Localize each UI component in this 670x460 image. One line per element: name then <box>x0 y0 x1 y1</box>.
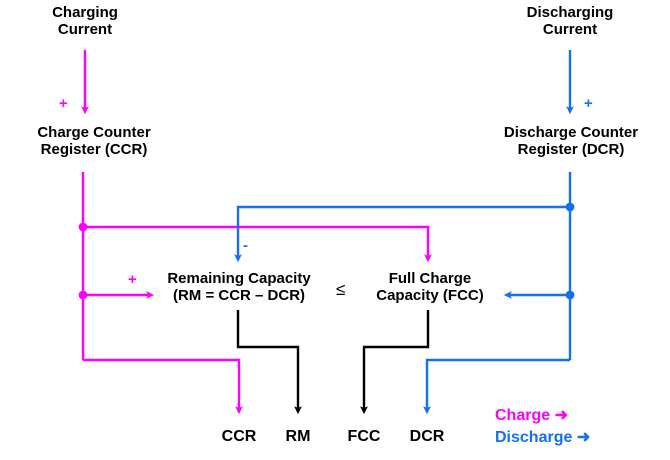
junction-dot-dcr-fcc <box>565 290 575 300</box>
sign-charge-into-ccr: + <box>59 95 68 112</box>
sign-discharge-into-dcr: + <box>584 95 593 112</box>
label-charging-current: Charging Current <box>52 4 118 38</box>
label-discharging-current: Discharging Current <box>526 4 614 38</box>
wire-ccr-to-fcc <box>83 225 432 263</box>
junction-dot-ccr-rm <box>78 290 88 300</box>
output-label-ccr: CCR <box>221 428 257 445</box>
label-remaining-capacity: Remaining Capacity (RM = CCR – DCR) <box>167 270 311 304</box>
junction-dot-dcr-rm <box>565 202 575 212</box>
wire-fcc-to-output <box>360 310 430 415</box>
sign-ccr-into-remaining-capacity: + <box>128 271 137 288</box>
legend-discharge: Discharge ➜ <box>495 429 591 446</box>
junction-dot-ccr-fcc <box>78 222 88 232</box>
output-label-fcc: FCC <box>347 428 381 445</box>
sign-dcr-into-remaining-capacity: - <box>243 237 248 254</box>
output-label-dcr: DCR <box>409 428 445 445</box>
wire-ccr-to-output <box>83 358 243 415</box>
label-full-charge-capacity: Full Charge Capacity (FCC) <box>376 270 484 304</box>
label-charge-counter-register: Charge Counter Register (CCR) <box>37 124 151 158</box>
output-label-rm: RM <box>285 428 311 445</box>
wire-dcr-to-output <box>423 358 570 415</box>
wire-remaining-capacity-to-rm <box>236 310 302 415</box>
wire-dcr-to-remaining-capacity <box>234 205 570 263</box>
label-discharge-counter-register: Discharge Counter Register (DCR) <box>503 124 639 158</box>
legend-charge: Charge ➜ <box>495 407 568 424</box>
comparator-less-than-or-equal: ≤ <box>336 280 346 299</box>
